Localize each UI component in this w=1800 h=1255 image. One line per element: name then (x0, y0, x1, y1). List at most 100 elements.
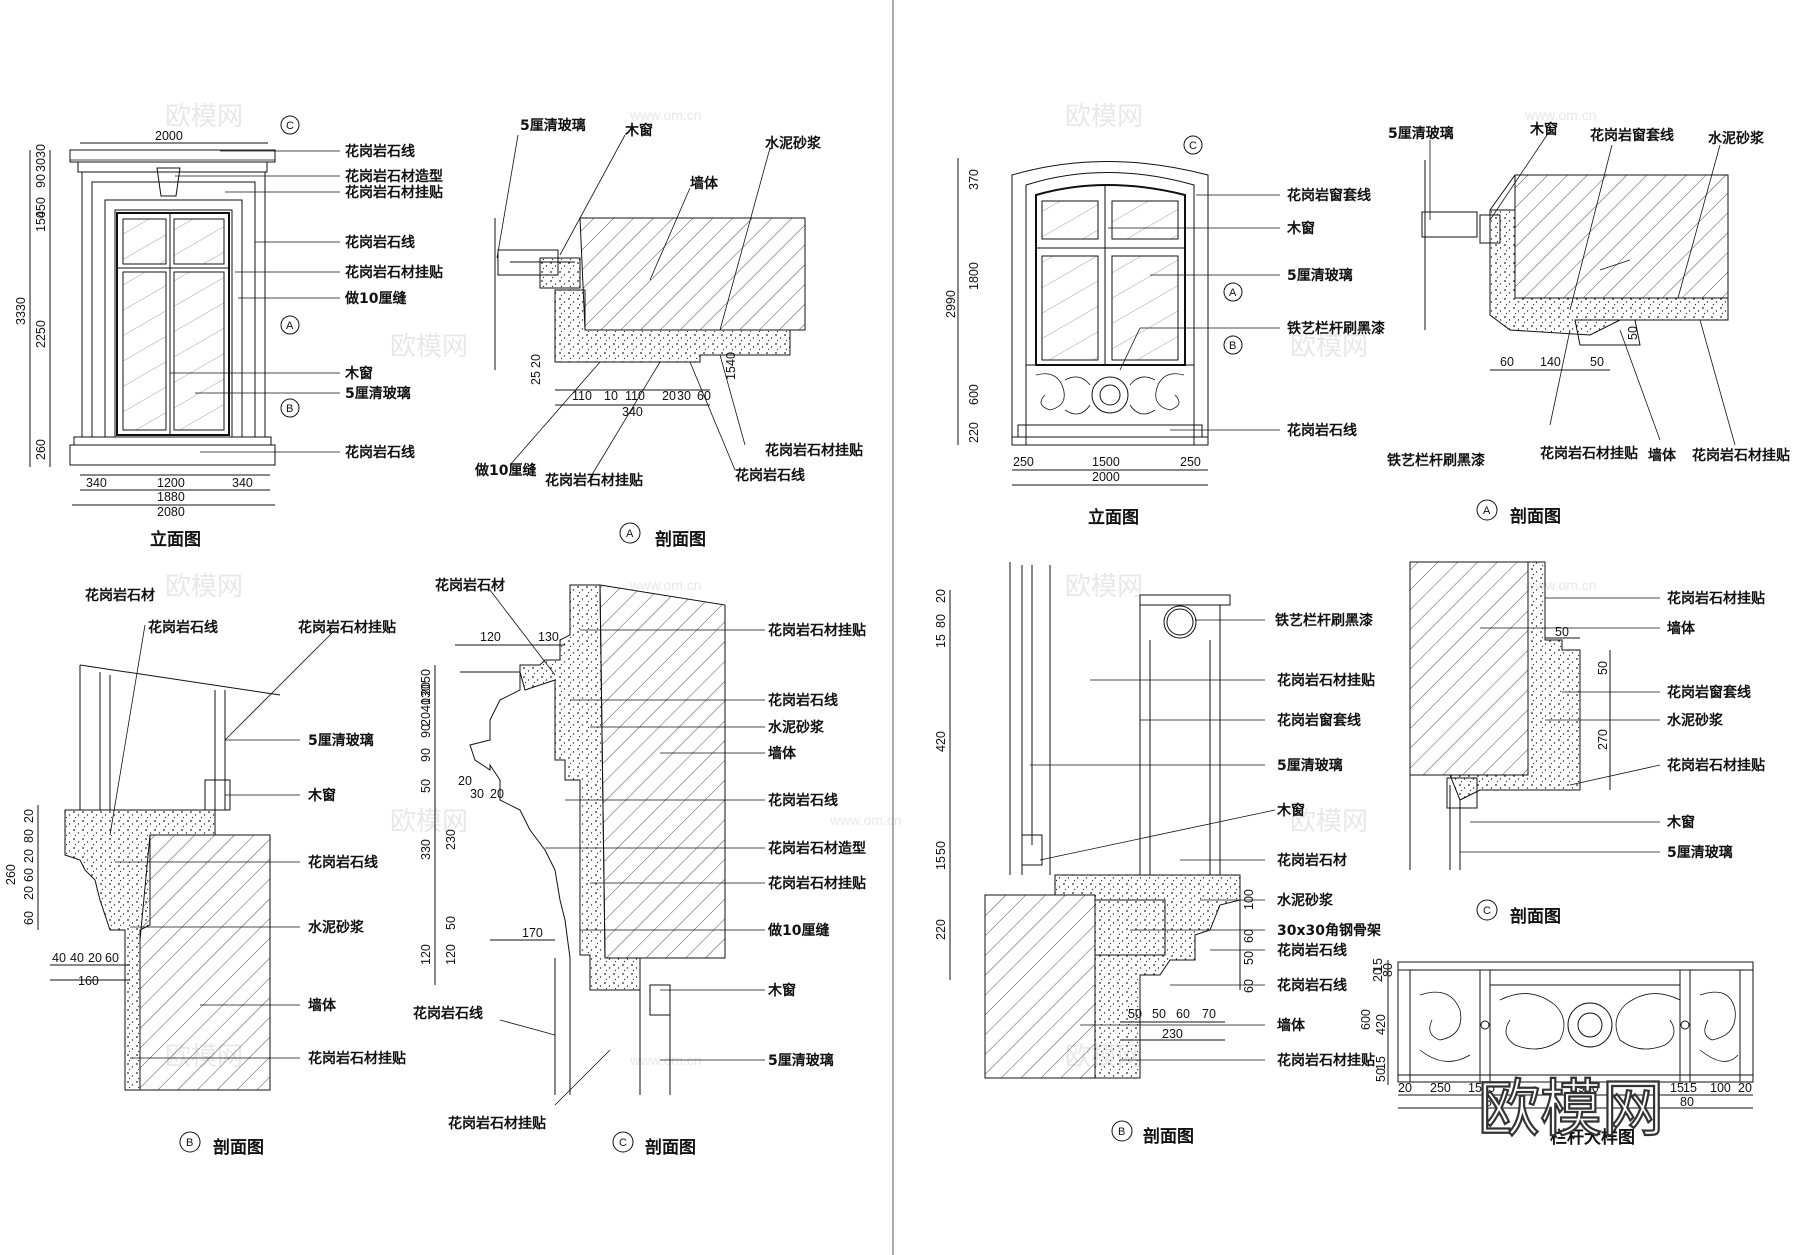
svg-text:花岗岩石线: 花岗岩石线 (148, 619, 218, 636)
svg-text:20: 20 (22, 886, 36, 900)
svg-text:木窗: 木窗 (1666, 814, 1695, 831)
svg-text:B: B (1229, 340, 1236, 352)
left-section-a-title: 剖面图 (655, 529, 706, 550)
svg-text:250: 250 (1430, 1081, 1451, 1095)
svg-text:墙体: 墙体 (1648, 447, 1677, 464)
svg-text:120: 120 (419, 944, 433, 965)
svg-text:70: 70 (1202, 1007, 1216, 1021)
svg-text:铁艺栏杆刷黑漆: 铁艺栏杆刷黑漆 (1275, 612, 1373, 629)
left-section-b-marker (179, 1131, 201, 1153)
svg-text:260: 260 (4, 864, 18, 885)
svg-text:230: 230 (444, 829, 458, 850)
svg-text:5厘清玻璃: 5厘清玻璃 (1287, 267, 1353, 284)
left-section-c-drawing (460, 584, 726, 1095)
svg-text:花岗岩石材挂贴: 花岗岩石材挂贴 (298, 619, 396, 636)
svg-text:60: 60 (697, 389, 711, 403)
left-elevation-title: 立面图 (150, 529, 201, 550)
svg-text:花岗岩石线: 花岗岩石线 (735, 467, 805, 484)
svg-text:50: 50 (934, 841, 948, 855)
svg-text:花岗岩石材挂贴: 花岗岩石材挂贴 (1667, 590, 1765, 607)
svg-text:420: 420 (934, 731, 948, 752)
svg-text:B: B (1118, 1126, 1125, 1138)
svg-text:木窗: 木窗 (1276, 802, 1305, 819)
svg-text:20: 20 (458, 774, 472, 788)
svg-text:www.om.cn: www.om.cn (829, 812, 902, 828)
svg-text:340: 340 (232, 476, 253, 490)
svg-text:墙体: 墙体 (690, 175, 719, 192)
svg-text:铁艺栏杆刷黑漆: 铁艺栏杆刷黑漆 (1287, 320, 1385, 337)
svg-text:花岗岩石线: 花岗岩石线 (345, 143, 415, 160)
svg-text:C: C (1483, 905, 1491, 917)
svg-text:15: 15 (934, 634, 948, 648)
right-section-a-drawing (1421, 160, 1729, 346)
svg-text:30: 30 (470, 787, 484, 801)
svg-text:260: 260 (34, 439, 48, 460)
right-elevation-title: 立面图 (1088, 507, 1139, 528)
svg-text:花岗岩石材挂贴: 花岗岩石材挂贴 (768, 875, 866, 892)
svg-text:1800: 1800 (967, 262, 981, 290)
svg-text:做10厘缝: 做10厘缝 (344, 290, 406, 307)
svg-text:花岗岩石材挂贴: 花岗岩石材挂贴 (1277, 672, 1375, 689)
svg-text:花岗岩石材挂贴: 花岗岩石材挂贴 (768, 622, 866, 639)
svg-text:5厘清玻璃: 5厘清玻璃 (345, 385, 411, 402)
svg-text:60: 60 (1500, 355, 1514, 369)
left-section-b-leaders (109, 624, 336, 1059)
svg-text:40: 40 (70, 951, 84, 965)
left-section-a-leaders (496, 134, 771, 479)
svg-text:15: 15 (1670, 1081, 1684, 1095)
svg-text:5厘清玻璃: 5厘清玻璃 (1667, 844, 1733, 861)
svg-text:水泥砂浆: 水泥砂浆 (768, 719, 825, 736)
svg-text:木窗: 木窗 (767, 982, 796, 999)
svg-text:20: 20 (1398, 1081, 1412, 1095)
svg-text:90: 90 (419, 724, 433, 738)
svg-text:60: 60 (1242, 979, 1256, 993)
svg-text:花岗岩石材挂贴: 花岗岩石材挂贴 (448, 1115, 546, 1132)
right-section-b-leaders (1030, 619, 1276, 1061)
svg-text:340: 340 (622, 405, 643, 419)
svg-text:墙体: 墙体 (308, 997, 337, 1014)
left-section-a-marker (619, 522, 641, 544)
svg-text:花岗岩石材造型: 花岗岩石材造型 (768, 840, 866, 857)
svg-text:60: 60 (105, 951, 119, 965)
svg-text:墙体: 墙体 (768, 745, 797, 762)
svg-text:花岗岩石材挂贴: 花岗岩石材挂贴 (1692, 447, 1790, 464)
svg-text:花岗岩窗套线: 花岗岩窗套线 (1277, 712, 1361, 729)
brand-overlay-logo: 欧模网 (1478, 1072, 1664, 1145)
svg-text:花岗岩窗套线: 花岗岩窗套线 (1667, 684, 1751, 701)
svg-text:600: 600 (967, 384, 981, 405)
svg-text:80: 80 (22, 829, 36, 843)
left-section-a-drawing (494, 217, 806, 370)
svg-text:5厘清玻璃: 5厘清玻璃 (768, 1052, 834, 1069)
left-section-c-marker (612, 1131, 634, 1153)
railing-detail-drawing (1397, 961, 1754, 1083)
svg-text:花岗岩石材: 花岗岩石材 (1277, 852, 1347, 869)
right-elevation-drawing (1011, 135, 1243, 446)
svg-text:340: 340 (86, 476, 107, 490)
svg-text:150: 150 (34, 211, 48, 232)
svg-text:50: 50 (444, 916, 458, 930)
svg-text:50: 50 (419, 779, 433, 793)
railing-detail-dimensions: 15 20 80 600 420 15 50 20 250 15 15 940 … (1359, 958, 1753, 1109)
svg-text:120: 120 (480, 630, 501, 644)
right-section-b-marker (1111, 1120, 1133, 1142)
svg-text:水泥砂浆: 水泥砂浆 (1667, 712, 1724, 729)
svg-text:木窗: 木窗 (1286, 220, 1315, 237)
svg-text:15: 15 (1374, 1056, 1388, 1070)
svg-text:420: 420 (1374, 1014, 1388, 1035)
svg-text:80: 80 (1485, 1095, 1499, 1109)
svg-text:花岗岩石材造型: 花岗岩石材造型 (345, 168, 443, 185)
svg-text:250: 250 (1180, 455, 1201, 469)
svg-text:A: A (1483, 505, 1491, 517)
svg-text:www.om.cn: www.om.cn (629, 107, 702, 123)
svg-text:水泥砂浆: 水泥砂浆 (1708, 130, 1765, 147)
svg-text:40: 40 (419, 698, 433, 712)
svg-text:20: 20 (419, 712, 433, 726)
svg-text:花岗岩石材: 花岗岩石材 (85, 587, 155, 604)
svg-text:B: B (286, 403, 293, 415)
svg-text:140: 140 (1540, 355, 1561, 369)
svg-text:20: 20 (88, 951, 102, 965)
right-section-a-dimensions: 60 140 50 50 (1490, 326, 1640, 371)
svg-text:墙体: 墙体 (1667, 620, 1696, 637)
svg-text:30: 30 (34, 158, 48, 172)
svg-text:30: 30 (34, 144, 48, 158)
